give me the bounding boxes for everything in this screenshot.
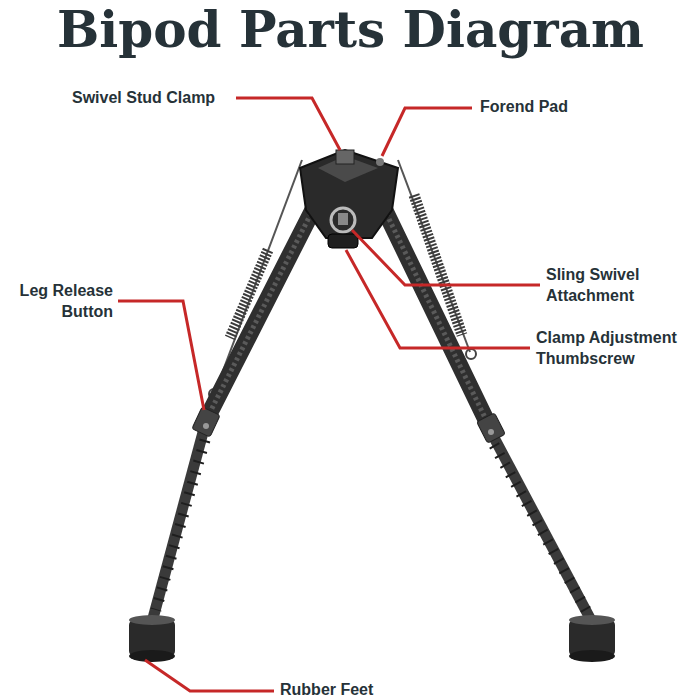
part-label: Forend Pad — [480, 97, 600, 118]
leader-line — [346, 250, 530, 348]
rubber-foot-base — [569, 650, 615, 662]
button-pin — [488, 429, 494, 435]
part-label: Rubber Feet — [280, 680, 400, 700]
spring-wire — [215, 160, 302, 392]
leader-line — [118, 301, 204, 410]
leader-line — [236, 98, 340, 150]
leg-release-button — [477, 413, 506, 443]
rubber-foot-base — [129, 650, 175, 662]
pad-screw — [376, 158, 384, 166]
upper-leg — [205, 192, 322, 422]
swivel-stud-clamp — [336, 150, 354, 164]
leg-notches — [494, 445, 586, 610]
lower-leg — [152, 425, 205, 622]
leader-line — [145, 660, 274, 691]
lower-leg — [490, 430, 592, 622]
part-label: Clamp Adjustment Thumbscrew — [536, 328, 694, 370]
part-label: Sling Swivel Attachment — [546, 265, 658, 307]
button-pin — [203, 423, 209, 429]
upper-leg — [376, 192, 490, 428]
rubber-foot-top — [569, 615, 615, 625]
thumbscrew — [328, 234, 358, 248]
leader-line — [382, 108, 472, 156]
leader-line — [352, 230, 540, 285]
spring-hook — [466, 349, 476, 359]
carbon-weave — [205, 192, 322, 422]
leg-notches — [156, 440, 205, 610]
carbon-weave — [376, 192, 490, 428]
part-label: Swivel Stud Clamp — [72, 88, 237, 109]
sling-swivel-loop — [338, 213, 348, 225]
sling-swivel-ring — [331, 208, 355, 232]
rubber-foot-top — [129, 615, 175, 625]
bipod-head — [300, 150, 398, 238]
leg-release-button — [192, 407, 220, 437]
diagram-title: Bipod Parts Diagram — [57, 2, 644, 57]
part-label: Leg Release Button — [4, 281, 113, 323]
